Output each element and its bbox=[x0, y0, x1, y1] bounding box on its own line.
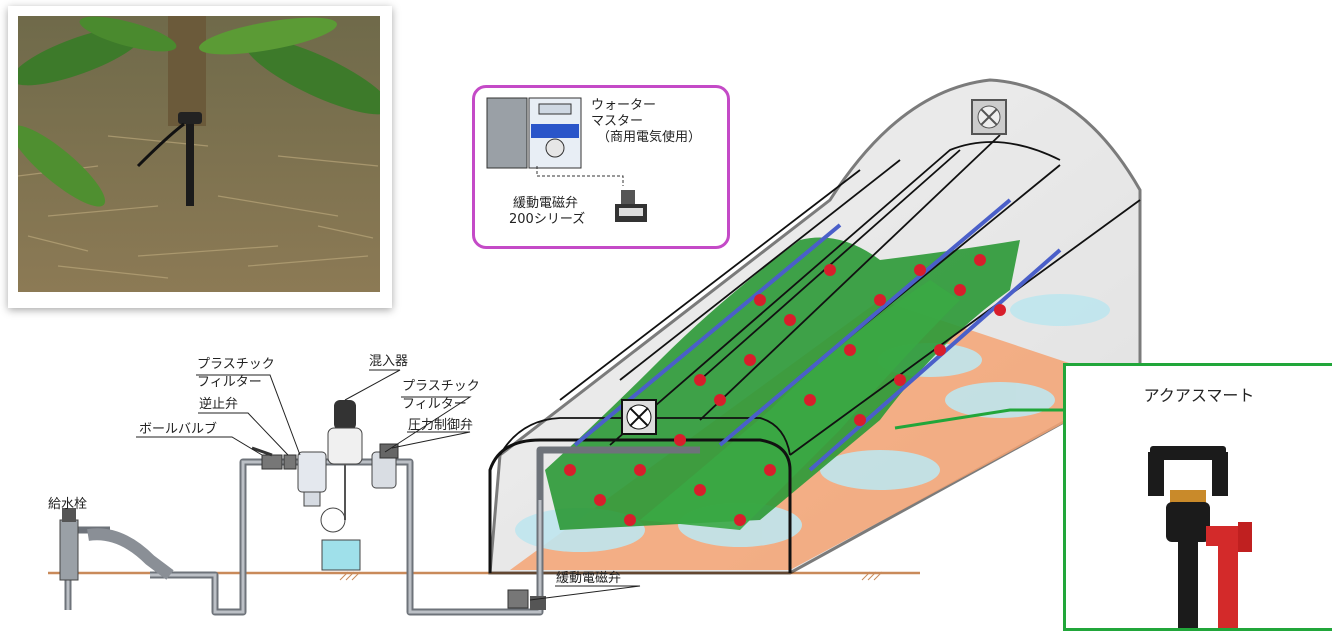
label-solenoid-valve: 緩動電磁弁 bbox=[556, 571, 622, 586]
ventilation-fan-rear-icon bbox=[971, 99, 1007, 135]
label-water-hydrant: 給水栓 bbox=[48, 497, 88, 512]
water-master-controller-icon bbox=[486, 97, 582, 169]
ventilation-fan-icon bbox=[621, 399, 657, 435]
check-valve-icon bbox=[283, 454, 297, 470]
pressure-control-valve-icon bbox=[379, 443, 399, 459]
mixer-icon bbox=[320, 400, 363, 571]
control-wire bbox=[536, 166, 624, 186]
valve-label-line2: 200シリーズ bbox=[509, 212, 586, 227]
plant-foliage bbox=[545, 237, 1020, 530]
aquasmart-inset: アクアスマート bbox=[1063, 363, 1332, 631]
inset-title: アクアスマート bbox=[1143, 386, 1255, 405]
label-plastic-filter-1b: フィルター bbox=[197, 375, 262, 390]
controller-name-line2: マスター bbox=[591, 114, 644, 129]
label-plastic-filter-1a: プラスチック bbox=[197, 357, 275, 372]
ball-valve-icon bbox=[251, 446, 283, 470]
label-leaders bbox=[136, 369, 641, 601]
greenhouse-frame bbox=[499, 134, 1141, 456]
label-ball-valve: ボールバルブ bbox=[139, 422, 218, 437]
supply-pipe-highlight bbox=[66, 460, 542, 614]
aquasmart-sprinkler-icon bbox=[1148, 446, 1252, 628]
controller-panel: ウォーター マスター （商用電気使用） 緩動電磁弁 200シリーズ bbox=[472, 85, 730, 249]
label-pressure-control-valve: 圧力制御弁 bbox=[408, 418, 474, 433]
label-mixer: 混入器 bbox=[369, 354, 409, 369]
plastic-filter-1-icon bbox=[297, 451, 327, 507]
label-plastic-filter-2b: フィルター bbox=[402, 397, 467, 412]
controller-name-line1: ウォーター bbox=[591, 98, 657, 113]
tomatoes bbox=[564, 254, 1006, 526]
label-plastic-filter-2a: プラスチック bbox=[402, 379, 480, 394]
field-photo bbox=[18, 16, 380, 292]
solenoid-valve-icon bbox=[615, 190, 647, 222]
label-check-valve: 逆止弁 bbox=[199, 397, 239, 412]
ground-hatch bbox=[339, 571, 883, 581]
drip-lines bbox=[573, 198, 1062, 472]
front-arch bbox=[488, 438, 792, 573]
controller-name-line3: （商用電気使用） bbox=[597, 130, 702, 145]
valve-label-line1: 緩動電磁弁 bbox=[513, 196, 579, 211]
water-hydrant-icon bbox=[59, 508, 174, 581]
callout-line bbox=[894, 408, 1063, 430]
